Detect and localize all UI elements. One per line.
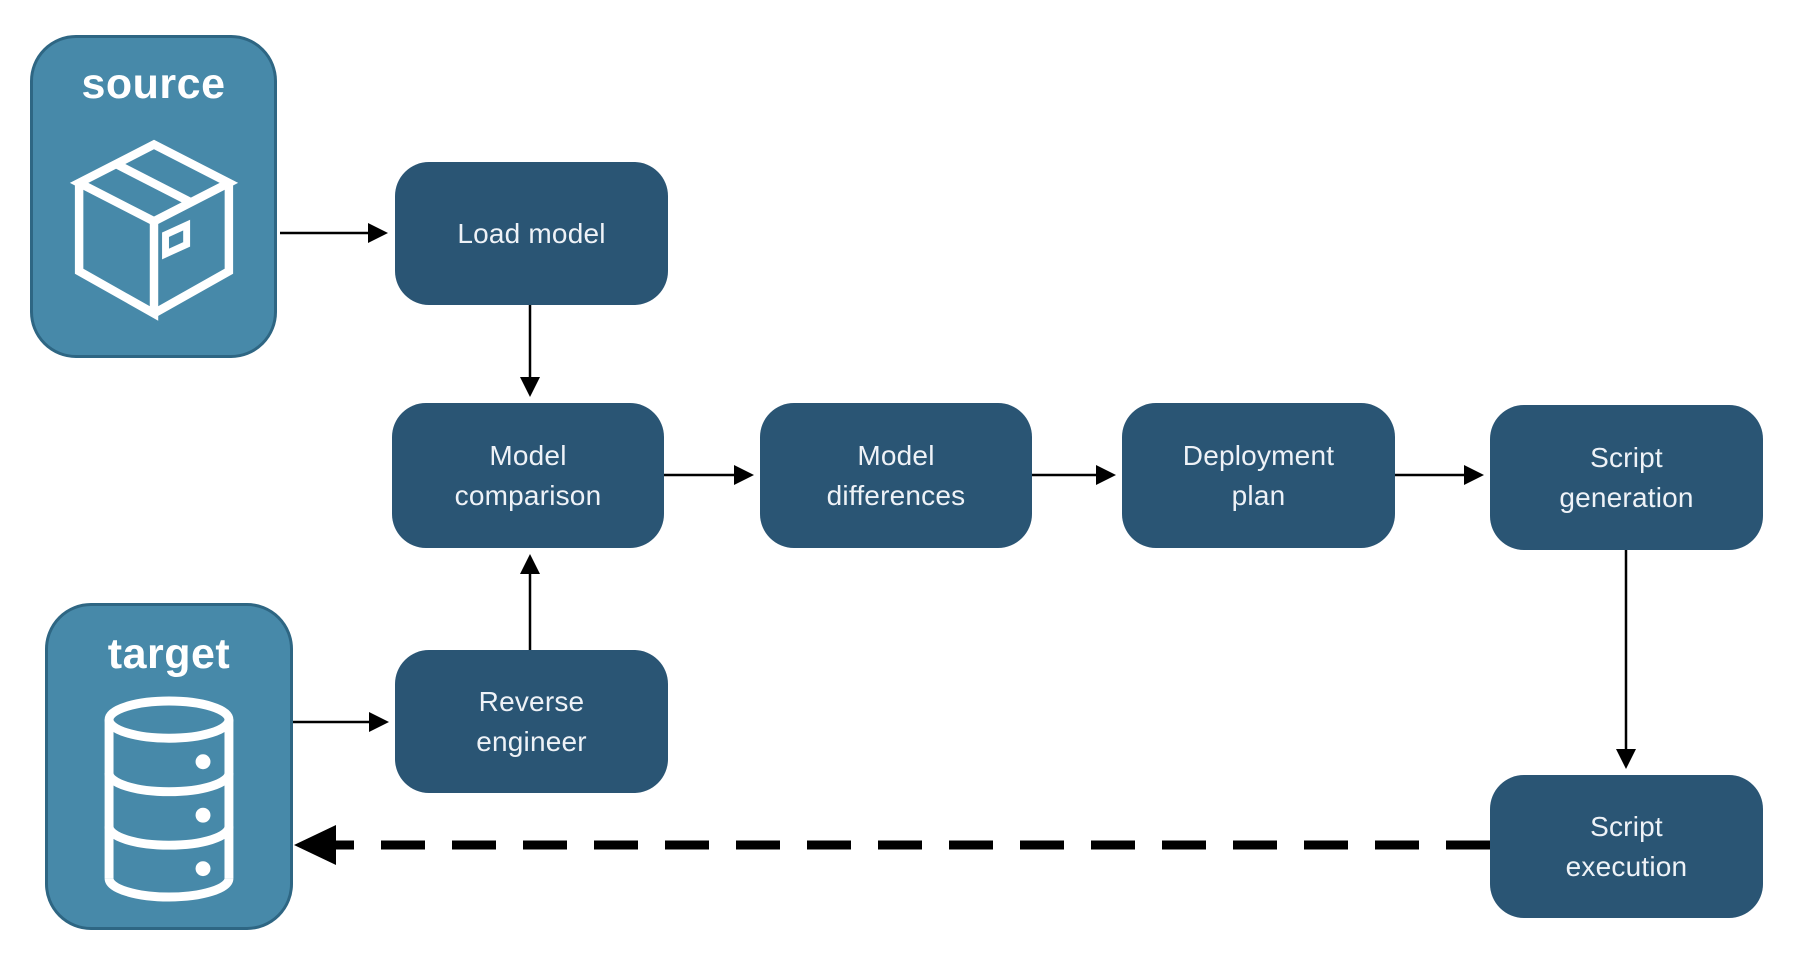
- node-deployment-plan: Deployment plan: [1122, 403, 1395, 548]
- node-script-generation: Script generation: [1490, 405, 1763, 550]
- node-script-execution: Script execution: [1490, 775, 1763, 918]
- target-label: target: [107, 630, 231, 678]
- node-model-differences: Model differences: [760, 403, 1032, 548]
- node-deployment-plan-label: Deployment plan: [1182, 439, 1335, 511]
- node-model-comparison: Model comparison: [392, 403, 664, 548]
- node-model-differences-label: Model differences: [826, 439, 966, 511]
- node-reverse-engineer-label: Reverse engineer: [476, 685, 587, 757]
- endpoint-source: source: [30, 35, 277, 358]
- endpoint-target: target: [45, 603, 293, 930]
- node-script-execution-label: Script execution: [1565, 810, 1688, 882]
- connector-script-execution-to-target-arrowhead: [294, 825, 336, 865]
- node-model-comparison-label: Model comparison: [454, 439, 602, 511]
- node-script-generation-label: Script generation: [1559, 441, 1694, 513]
- source-label: source: [81, 60, 226, 108]
- database-icon: [88, 695, 250, 903]
- node-load-model-label: Load model: [457, 217, 606, 249]
- node-load-model: Load model: [395, 162, 668, 305]
- package-icon: [58, 123, 250, 335]
- node-reverse-engineer: Reverse engineer: [395, 650, 668, 793]
